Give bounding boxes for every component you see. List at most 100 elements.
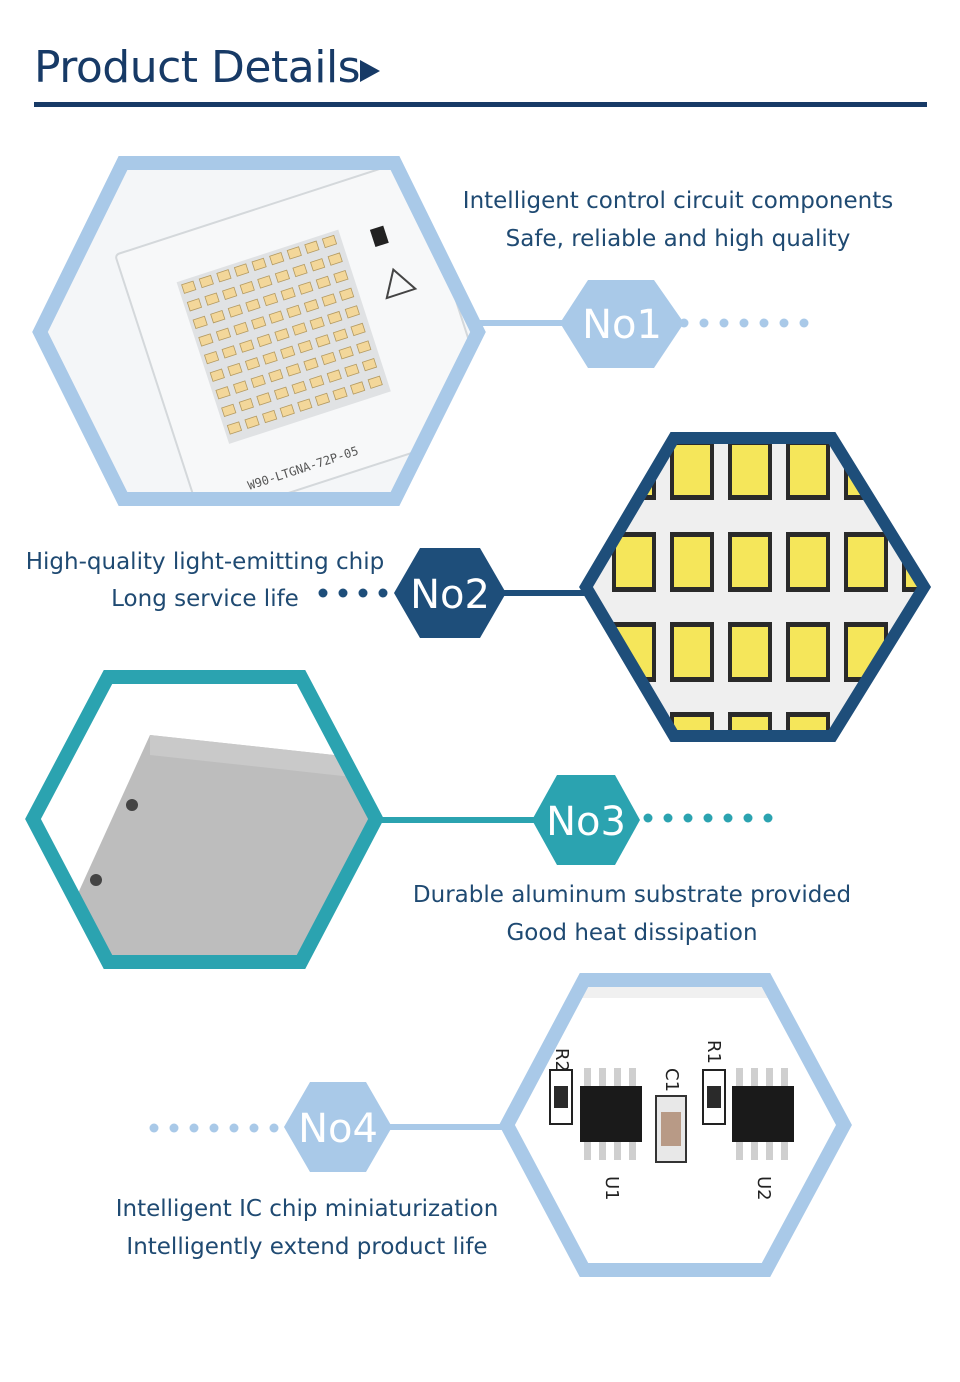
led-dot: [222, 286, 238, 301]
led-dot: [315, 334, 331, 348]
led-dot: [291, 322, 308, 336]
section-4: R2 R1 C1 U1 U2 No4: [149, 973, 852, 1277]
badge-label-3: No3: [546, 799, 626, 845]
led-dot: [262, 409, 278, 424]
led-dot: [286, 246, 302, 260]
led-chip: [612, 712, 656, 736]
led-dot: [314, 392, 331, 407]
led-dot: [327, 310, 343, 325]
hex-frame-3: [25, 670, 384, 969]
led-dot: [338, 346, 354, 360]
led-dot: [273, 386, 290, 400]
led-dot: [268, 368, 284, 383]
led-chip: [902, 440, 924, 500]
led-dot: [262, 351, 278, 365]
led-dot: [303, 299, 320, 313]
led-dot: [291, 380, 307, 395]
badge-label-4: No4: [298, 1106, 378, 1152]
led-chip-phosphor: [732, 537, 768, 587]
led-dot: [210, 310, 226, 324]
led-dot: [262, 292, 279, 307]
led-dot: [303, 357, 319, 371]
section-4-line-2: Intelligently extend product life: [126, 1234, 488, 1260]
dot-trail-2: [318, 588, 388, 598]
led-dot: [321, 234, 338, 249]
section-2-line-1: High-quality light-emitting chip: [25, 549, 385, 575]
label-r2: R2: [551, 1048, 572, 1072]
led-dot: [350, 381, 366, 395]
led-dot: [198, 333, 214, 347]
led-chip: [844, 712, 888, 736]
aluminum-substrate-image: [33, 677, 376, 962]
led-chip-phosphor: [790, 537, 826, 587]
section-1: W90-LTGNA-72P-05 No1: [32, 156, 809, 506]
led-dot: [238, 398, 254, 412]
led-chip-phosphor: [790, 627, 826, 677]
led-chip: [902, 622, 924, 682]
led-dot: [274, 328, 290, 342]
led-dot: [244, 415, 260, 429]
hex-frame-2: [579, 432, 932, 742]
led-dot: [332, 328, 349, 342]
dot-trail-4: [149, 1123, 279, 1133]
section-3-line-1: Durable aluminum substrate provided: [412, 882, 852, 908]
led-dot: [310, 258, 326, 272]
badge-hex-4: [284, 1082, 392, 1172]
led-dot: [239, 281, 255, 295]
led-dot: [367, 375, 383, 389]
label-c1: C1: [661, 1068, 682, 1092]
badge-label-1: No1: [582, 302, 662, 348]
led-dot: [292, 263, 308, 278]
section-2-line-2: Long service life: [111, 586, 299, 612]
led-dot: [274, 269, 291, 283]
led-chip-phosphor: [616, 717, 652, 736]
led-dot: [245, 298, 261, 312]
led-dot: [320, 351, 337, 366]
led-dot: [297, 398, 313, 412]
led-dot: [203, 350, 220, 365]
label-u1: U1: [601, 1176, 622, 1201]
led-dot: [332, 387, 348, 401]
led-dot: [227, 304, 243, 318]
section-3: No3: [25, 670, 773, 969]
title-underline: [34, 102, 927, 107]
led-dot: [221, 345, 237, 359]
led-dot: [280, 345, 296, 359]
led-dot: [326, 369, 342, 383]
led-dot: [344, 305, 360, 319]
section-4-line-1: Intelligent IC chip miniaturization: [115, 1196, 499, 1222]
led-dot: [286, 304, 302, 319]
led-dot: [233, 263, 250, 277]
led-dot: [256, 333, 272, 348]
led-dot: [251, 316, 267, 330]
led-dot: [256, 392, 272, 406]
led-dot: [209, 368, 225, 382]
led-dot: [361, 357, 378, 372]
led-dot: [280, 287, 296, 301]
led-dot: [226, 421, 243, 435]
badge-hex-1: [560, 280, 684, 368]
led-chip-phosphor: [674, 537, 710, 587]
led-dot: [285, 363, 302, 377]
section-3-line-2: Good heat dissipation: [506, 920, 758, 946]
led-dot: [309, 316, 325, 330]
section-1-line-2: Safe, reliable and high quality: [505, 226, 851, 252]
led-chip-phosphor: [674, 627, 710, 677]
title-arrow-icon: [360, 60, 380, 82]
led-dot: [350, 322, 366, 337]
led-dot: [198, 274, 214, 289]
ic-chip-image: R2 R1 C1 U1 U2: [507, 980, 844, 1270]
led-dot: [215, 327, 232, 341]
led-chip-image: [586, 438, 924, 736]
led-dot: [239, 339, 255, 353]
led-dot: [244, 357, 261, 371]
led-dot: [297, 339, 313, 354]
page-title: Product Details: [34, 42, 361, 93]
label-u2: U2: [753, 1176, 774, 1201]
led-dot: [269, 251, 285, 266]
led-dot: [344, 363, 360, 377]
led-chip-phosphor: [674, 445, 710, 495]
led-chip-phosphor: [906, 717, 924, 736]
badge-label-2: No2: [410, 572, 490, 618]
